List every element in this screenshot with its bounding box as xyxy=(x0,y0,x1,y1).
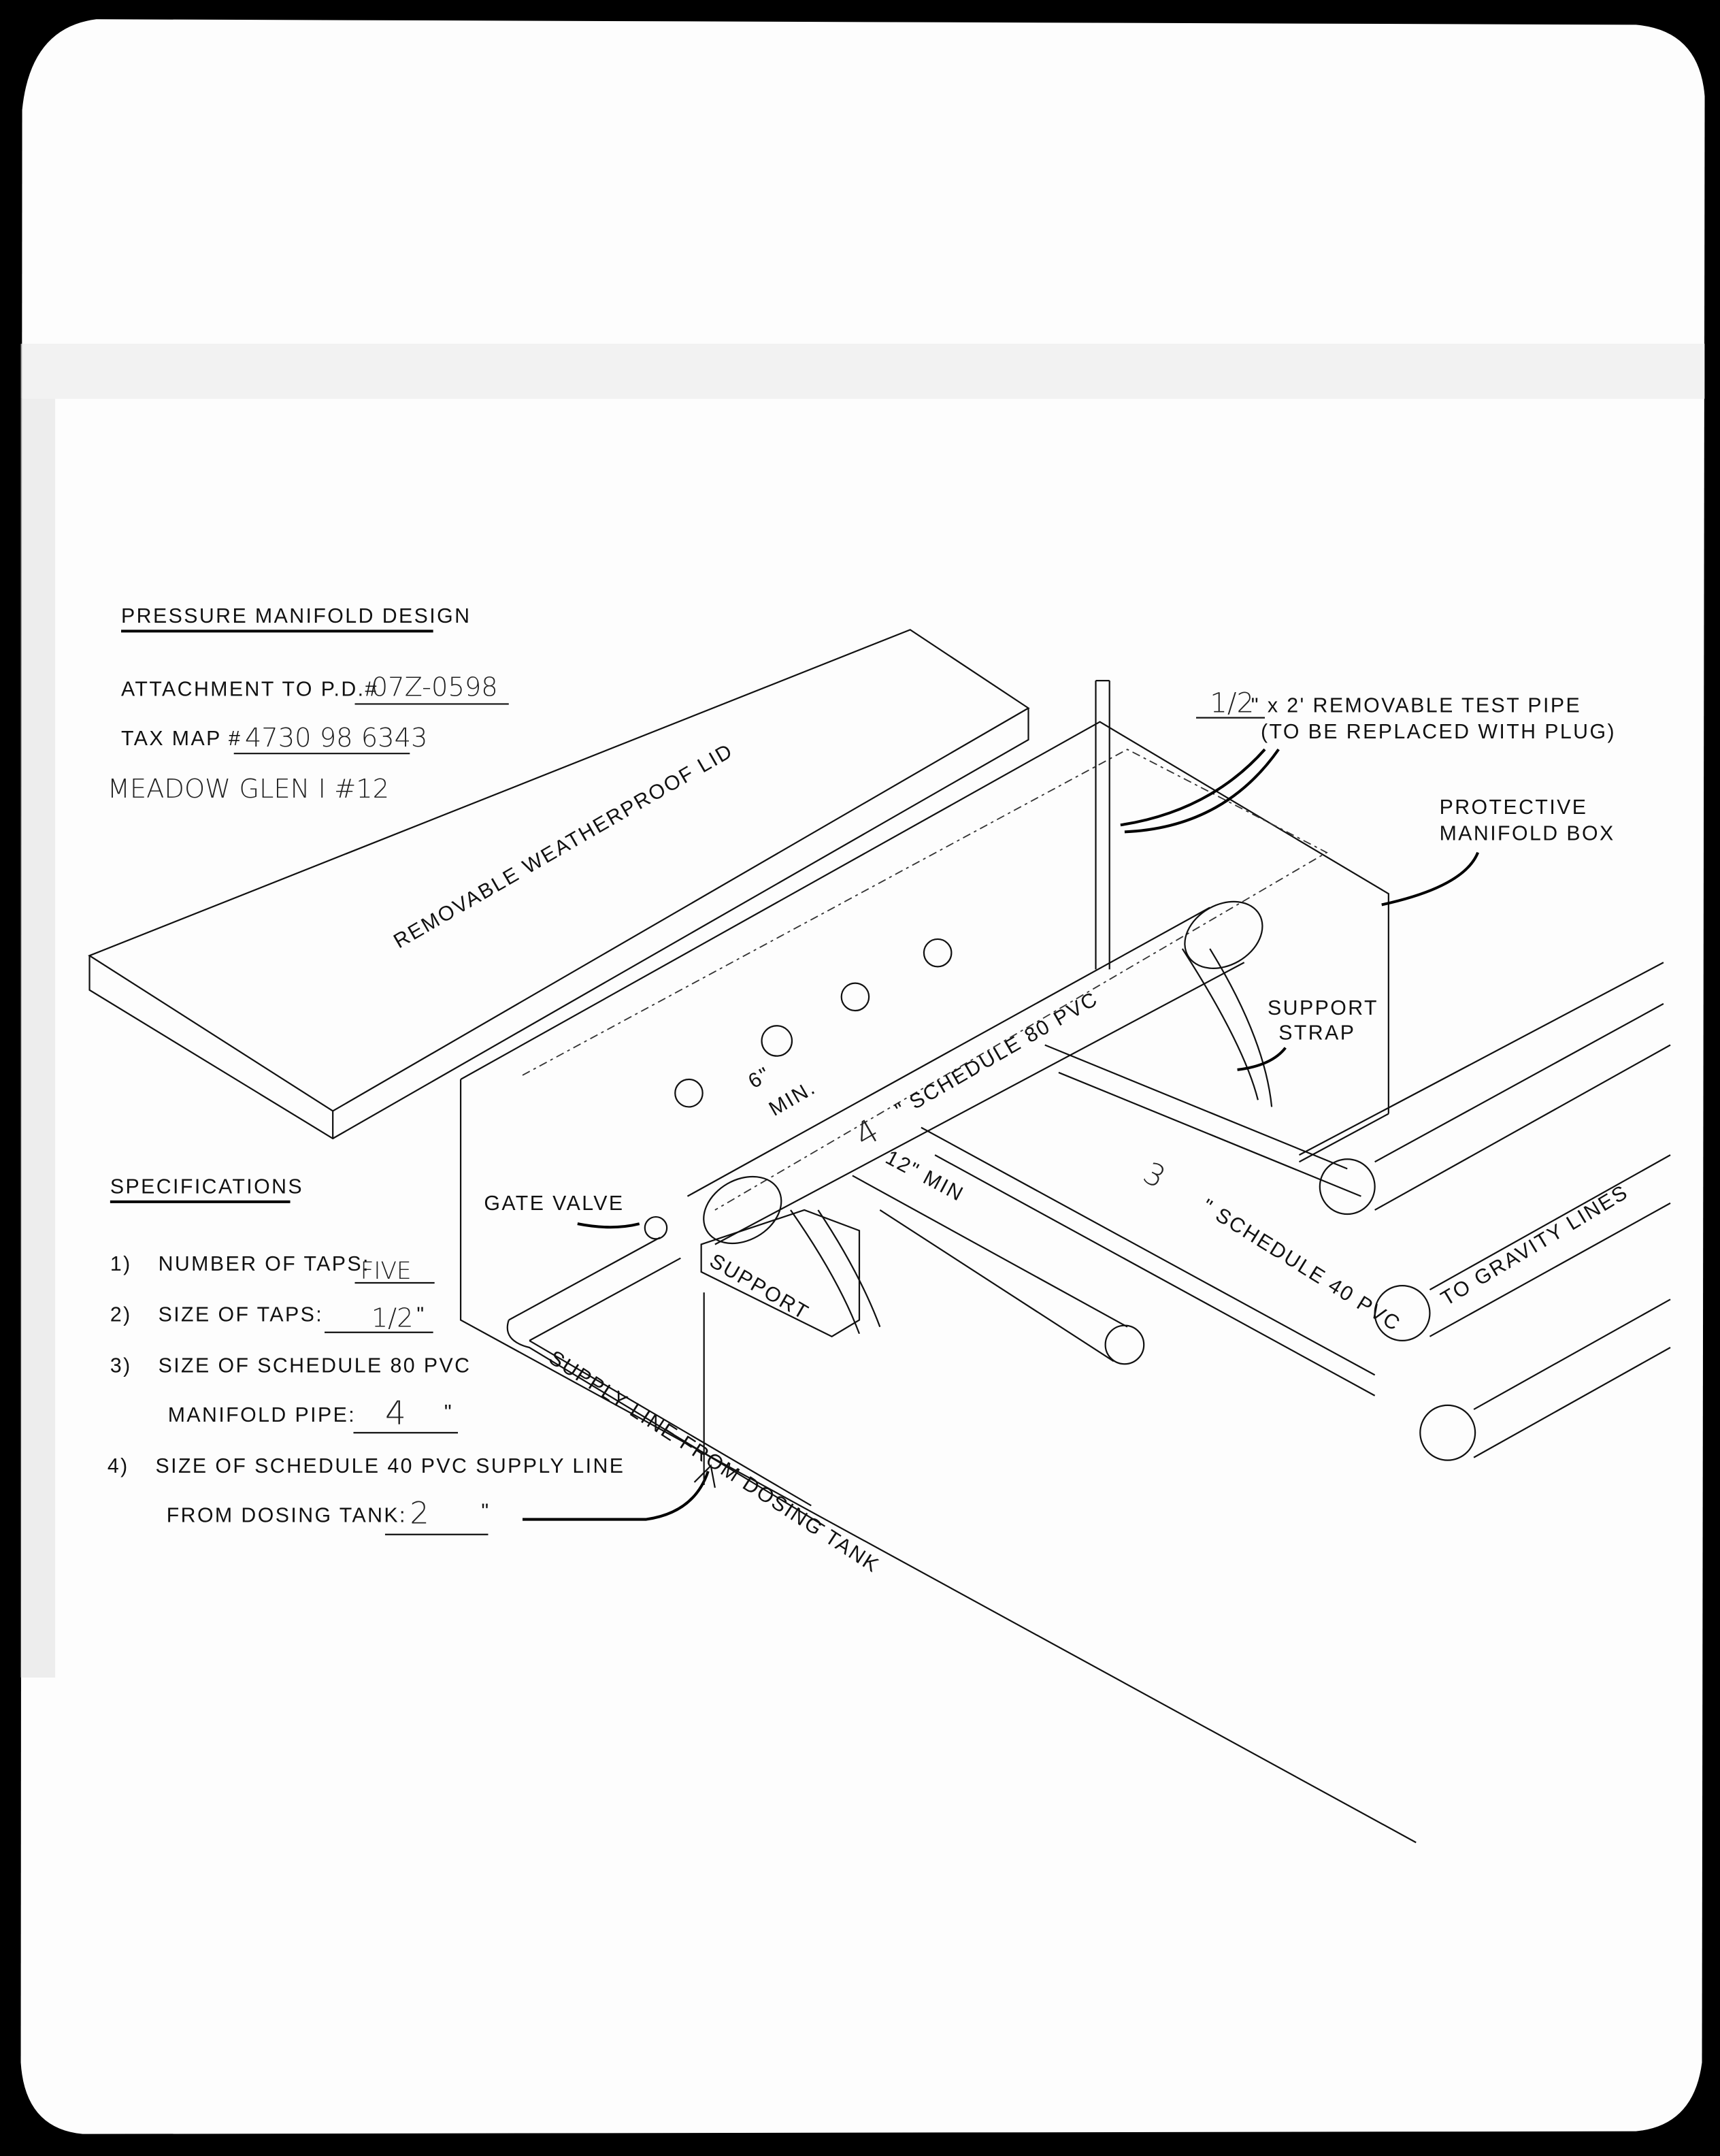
spec-1-number: 1) xyxy=(110,1253,132,1275)
test-pipe-label: " x 2' REMOVABLE TEST PIPE xyxy=(1251,695,1581,717)
supply-pipe-run xyxy=(506,1320,826,1527)
test-pipe-leader xyxy=(1120,748,1280,834)
specifications-title: SPECIFICATIONS xyxy=(110,1176,303,1198)
spec-4-label2: FROM DOSING TANK: xyxy=(167,1505,407,1527)
manifold-box xyxy=(459,721,1664,1844)
spec-2-number: 2) xyxy=(110,1304,132,1326)
spec-3-number: 3) xyxy=(110,1354,132,1377)
spec-4-unit: " xyxy=(481,1501,490,1523)
supply-arrowhead xyxy=(693,1464,716,1488)
spec-4-label: SIZE OF SCHEDULE 40 PVC SUPPLY LINE xyxy=(156,1455,625,1477)
project-name: MEADOW GLEN I #12 xyxy=(108,774,389,804)
spec-2-label: SIZE OF TAPS: xyxy=(159,1304,324,1326)
header-block: PRESSURE MANIFOLD DESIGN ATTACHMENT TO P… xyxy=(108,605,509,804)
spec-2-unit: " xyxy=(416,1304,425,1326)
spec-1-label: NUMBER OF TAPS: xyxy=(159,1253,370,1275)
test-pipe-size: 1/2 xyxy=(1210,687,1254,719)
specifications-block: SPECIFICATIONS 1) NUMBER OF TAPS: FIVE 2… xyxy=(108,1176,716,1535)
support-strap-right xyxy=(1181,948,1273,1107)
attachment-value: 07Z-0598 xyxy=(371,672,498,702)
spec-2-value: 1/2 xyxy=(371,1303,414,1334)
tax-map-value: 4730 98 6343 xyxy=(245,723,428,753)
strap-label-line2: STRAP xyxy=(1278,1022,1355,1044)
test-pipe-note: (TO BE REPLACED WITH PLUG) xyxy=(1261,721,1616,743)
spec-4-value: 2 xyxy=(410,1497,429,1531)
spec-1-value: FIVE xyxy=(361,1258,412,1285)
supply-pipe xyxy=(508,1237,681,1341)
scan-shading-left xyxy=(20,398,56,1678)
spec-4-number: 4) xyxy=(108,1455,129,1477)
gate-valve-arrow xyxy=(577,1222,640,1229)
spec-3-unit: " xyxy=(444,1401,453,1424)
paper-sheet xyxy=(20,19,1705,2134)
attachment-label: ATTACHMENT TO P.D.# xyxy=(121,678,378,700)
spec-3-value: 4 xyxy=(385,1394,406,1433)
box-leader-arrow xyxy=(1381,851,1480,906)
box-label-line1: PROTECTIVE xyxy=(1440,796,1588,819)
gate-valve-icon xyxy=(644,1215,668,1240)
box-label-line2: MANIFOLD BOX xyxy=(1440,822,1615,845)
test-pipe: 1/2 " x 2' REMOVABLE TEST PIPE (TO BE RE… xyxy=(1095,679,1616,970)
spec-3-label2: MANIFOLD PIPE: xyxy=(168,1404,356,1426)
scan-shading xyxy=(20,344,1705,399)
spec-3-label: SIZE OF SCHEDULE 80 PVC xyxy=(159,1354,472,1377)
strap-label-line1: SUPPORT xyxy=(1268,997,1378,1019)
document-title: PRESSURE MANIFOLD DESIGN xyxy=(121,605,471,627)
tax-map-label: TAX MAP # xyxy=(121,728,242,750)
strap-leader-arrow xyxy=(1237,1047,1287,1071)
gate-valve-label: GATE VALVE xyxy=(484,1192,624,1215)
